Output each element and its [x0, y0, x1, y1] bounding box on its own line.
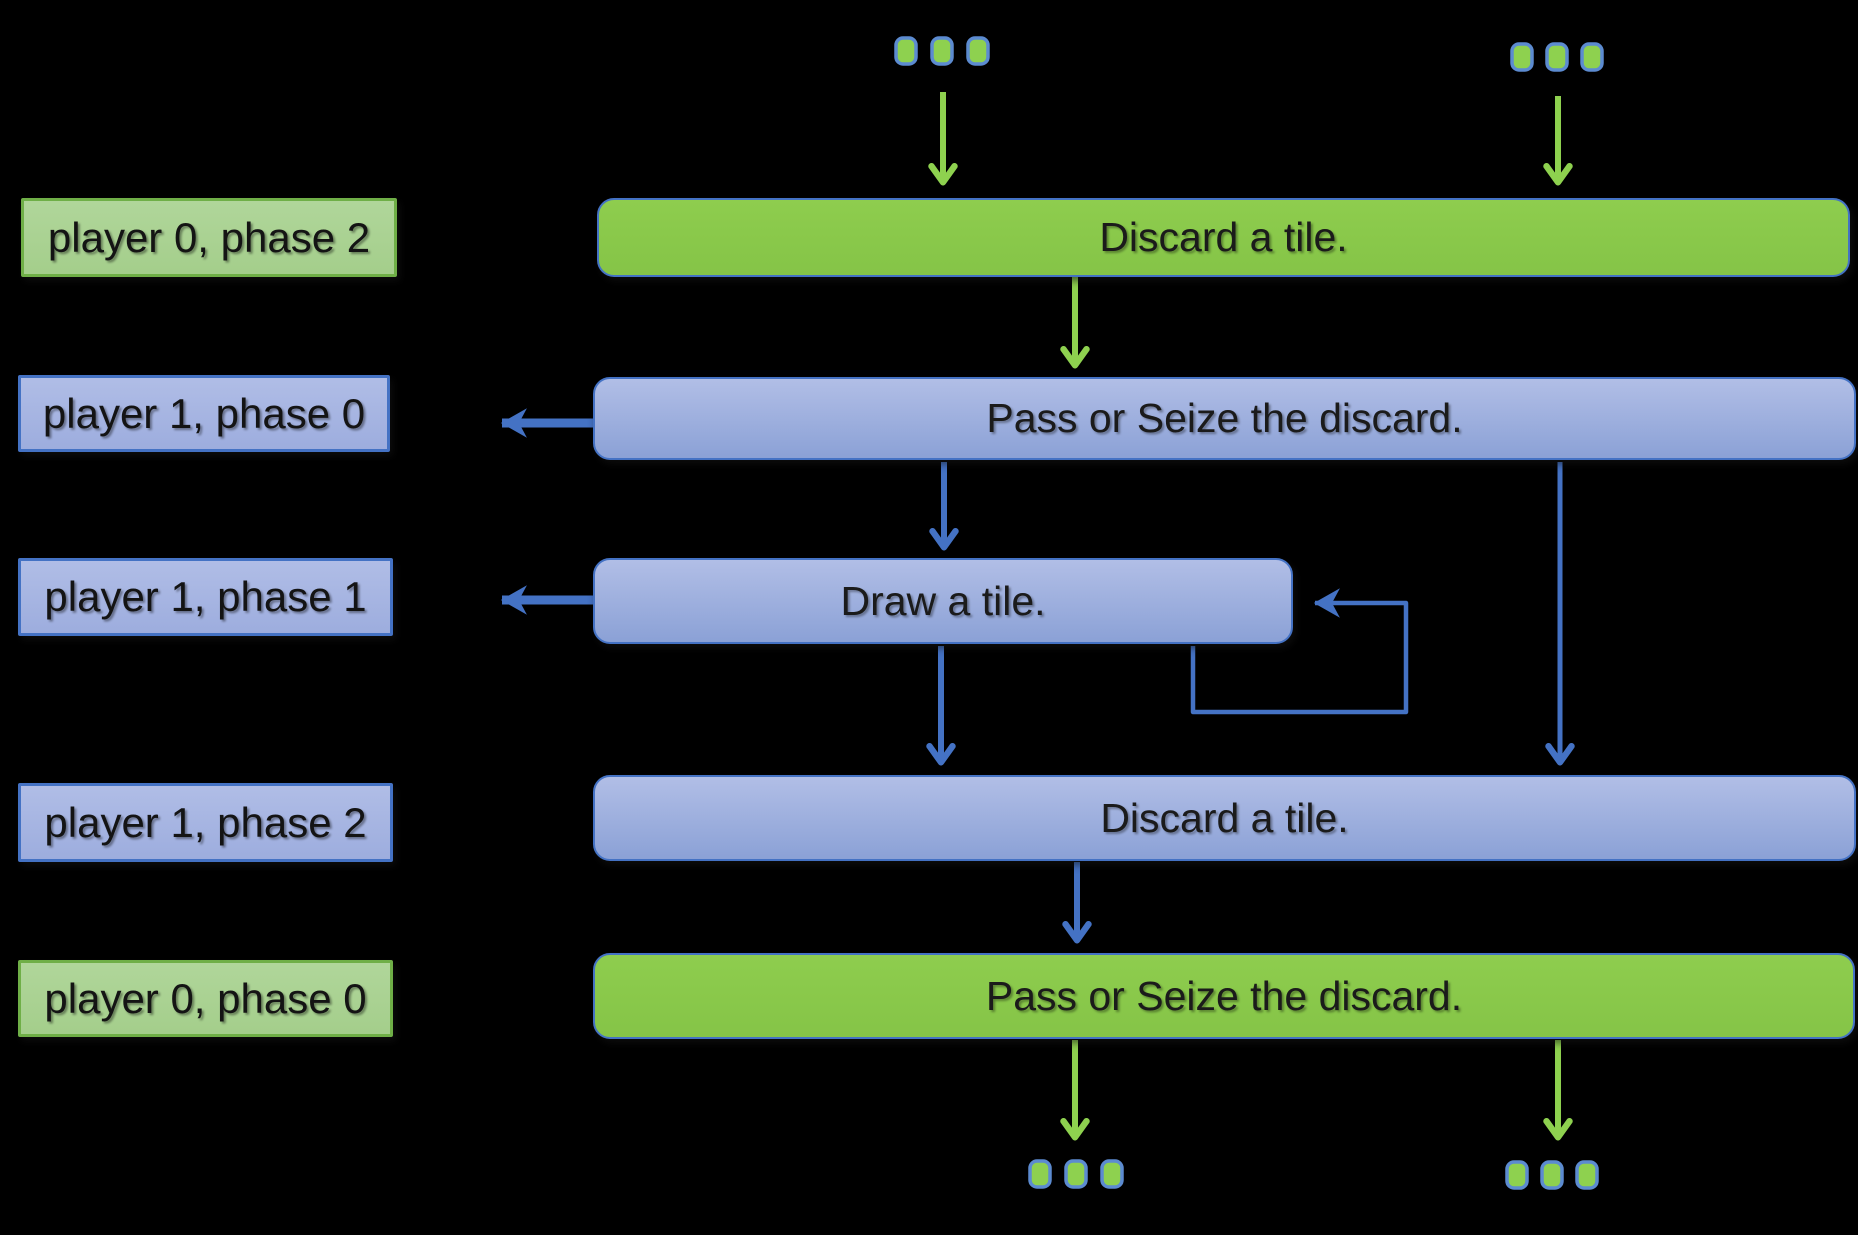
continuation-dots-top-right-icon — [1510, 42, 1604, 72]
node-discard-player0: Discard a tile. — [597, 198, 1850, 277]
node-discard-player1: Discard a tile. — [593, 775, 1856, 861]
phase-label-player0-phase2: player 0, phase 2 — [21, 198, 397, 277]
node-pass-or-seize-player1: Pass or Seize the discard. — [593, 377, 1856, 460]
phase-label-player0-phase0: player 0, phase 0 — [18, 960, 393, 1037]
phase-label-player1-phase1: player 1, phase 1 — [18, 558, 393, 636]
node-draw-player1: Draw a tile. — [593, 558, 1293, 644]
continuation-dots-bottom-left-icon — [1028, 1159, 1124, 1189]
phase-label-player1-phase0: player 1, phase 0 — [18, 375, 390, 452]
continuation-dots-top-left-icon — [894, 36, 990, 66]
continuation-dots-bottom-right-icon — [1505, 1160, 1599, 1190]
node-pass-or-seize-player0: Pass or Seize the discard. — [593, 953, 1855, 1039]
phase-label-player1-phase2: player 1, phase 2 — [18, 783, 393, 862]
arrow-draw-self-loop — [1190, 588, 1409, 715]
